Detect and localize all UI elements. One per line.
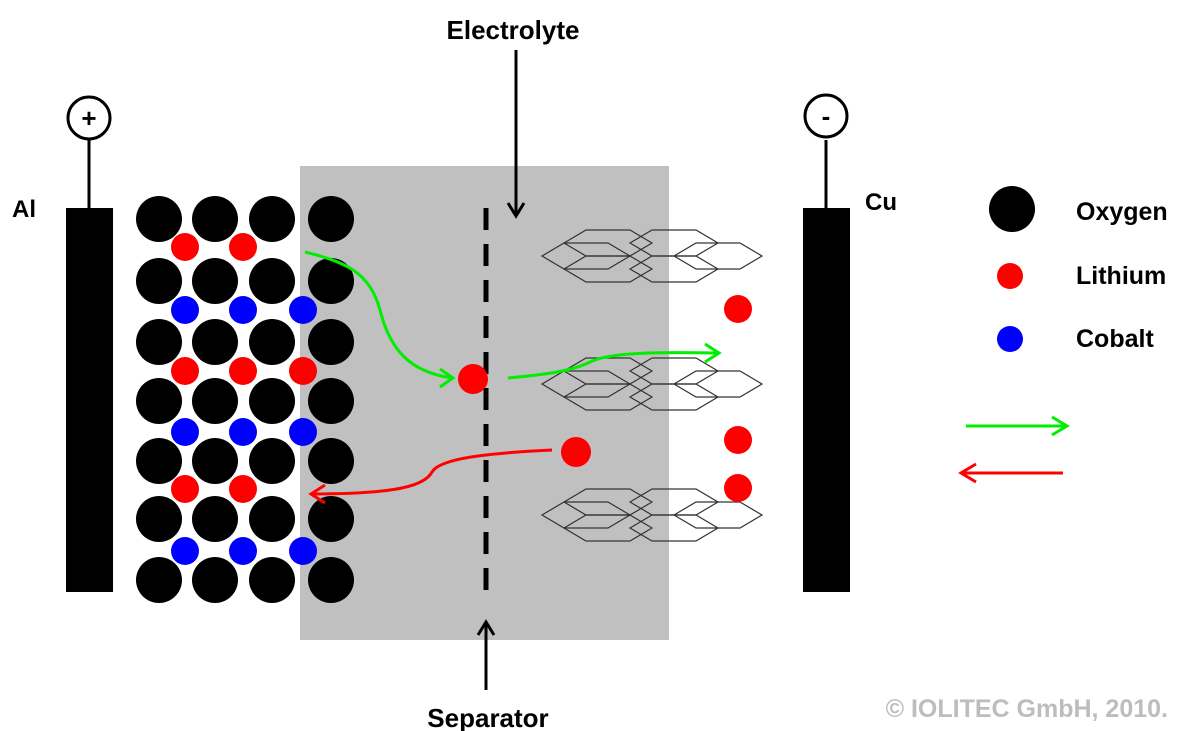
cathode-metal-label: Cu (865, 189, 897, 216)
oxygen-lattice (136, 196, 354, 603)
cobalt-ion (229, 537, 257, 565)
separator-label: Separator (427, 703, 548, 731)
lattice-ions (171, 233, 317, 565)
legend-charge-arrow-icon (966, 415, 1070, 437)
oxygen-atom (136, 319, 182, 365)
lithium-ion (724, 474, 752, 502)
oxygen-atom (249, 378, 295, 424)
oxygen-atom (249, 496, 295, 542)
anode-electrode (66, 208, 113, 592)
legend-lithium-icon (997, 263, 1023, 289)
lithium-ion (171, 357, 199, 385)
oxygen-atom (249, 557, 295, 603)
cobalt-ion (229, 418, 257, 446)
lithium-ion (171, 475, 199, 503)
oxygen-atom (308, 319, 354, 365)
cathode-electrode (803, 208, 850, 592)
negative-terminal-label: - (822, 101, 831, 131)
legend-discharge-arrow-icon (958, 462, 1063, 484)
charge-arrow (304, 250, 722, 389)
graphite-hexagon (562, 514, 654, 542)
positive-terminal-icon (66, 95, 112, 141)
oxygen-atom (136, 378, 182, 424)
graphite-hexagon (562, 383, 654, 411)
electrolyte-label: Electrolyte (447, 15, 580, 45)
legend-oxygen-icon (989, 186, 1035, 232)
oxygen-atom (192, 557, 238, 603)
oxygen-atom (308, 557, 354, 603)
graphite-hexagon (540, 501, 632, 529)
legend-cobalt-label: Cobalt (1076, 325, 1154, 353)
oxygen-atom (136, 196, 182, 242)
legend-lithium-label: Lithium (1076, 262, 1166, 290)
oxygen-atom (136, 557, 182, 603)
oxygen-atom (192, 196, 238, 242)
lithium-ion (229, 475, 257, 503)
oxygen-atom (308, 496, 354, 542)
lithium-ion-migrating (561, 437, 591, 467)
cobalt-ion (171, 537, 199, 565)
lithium-ion-migrating (458, 364, 488, 394)
oxygen-atom (192, 438, 238, 484)
separator-pointer-head (476, 619, 496, 636)
legend-oxygen-label: Oxygen (1076, 198, 1168, 226)
oxygen-atom (308, 258, 354, 304)
cobalt-ion (229, 296, 257, 324)
legend: Oxygen Lithium Cobalt (958, 186, 1168, 484)
graphite-hexagon (672, 501, 764, 529)
legend-cobalt-icon (997, 326, 1023, 352)
oxygen-atom (192, 258, 238, 304)
cobalt-ion (289, 537, 317, 565)
graphite-hexagon (672, 242, 764, 270)
discharge-arrow (308, 448, 553, 505)
graphite-hexagon (672, 370, 764, 398)
oxygen-atom (136, 258, 182, 304)
lithium-ion (171, 233, 199, 261)
electrolyte-pointer-head (506, 202, 526, 219)
oxygen-atom (192, 378, 238, 424)
cobalt-ion (171, 418, 199, 446)
oxygen-atom (192, 496, 238, 542)
anode-metal-label: Al (12, 196, 36, 223)
oxygen-atom (136, 496, 182, 542)
oxygen-atom (192, 319, 238, 365)
lithium-ion (724, 426, 752, 454)
negative-terminal-icon (803, 93, 849, 139)
cobalt-ion (289, 296, 317, 324)
graphite-hexagon (562, 255, 654, 283)
oxygen-atom (308, 378, 354, 424)
oxygen-atom (249, 196, 295, 242)
lithium-ion (724, 295, 752, 323)
lithium-ion (229, 357, 257, 385)
oxygen-atom (249, 258, 295, 304)
cobalt-ion (171, 296, 199, 324)
copyright-text: © IOLITEC GmbH, 2010. (886, 695, 1168, 723)
oxygen-atom (249, 438, 295, 484)
oxygen-atom (308, 196, 354, 242)
graphite-hexagon (540, 242, 632, 270)
lithium-ion (289, 357, 317, 385)
oxygen-atom (249, 319, 295, 365)
positive-terminal-label: + (81, 103, 96, 133)
lithium-ion (229, 233, 257, 261)
cobalt-ion (289, 418, 317, 446)
oxygen-atom (308, 438, 354, 484)
oxygen-atom (136, 438, 182, 484)
